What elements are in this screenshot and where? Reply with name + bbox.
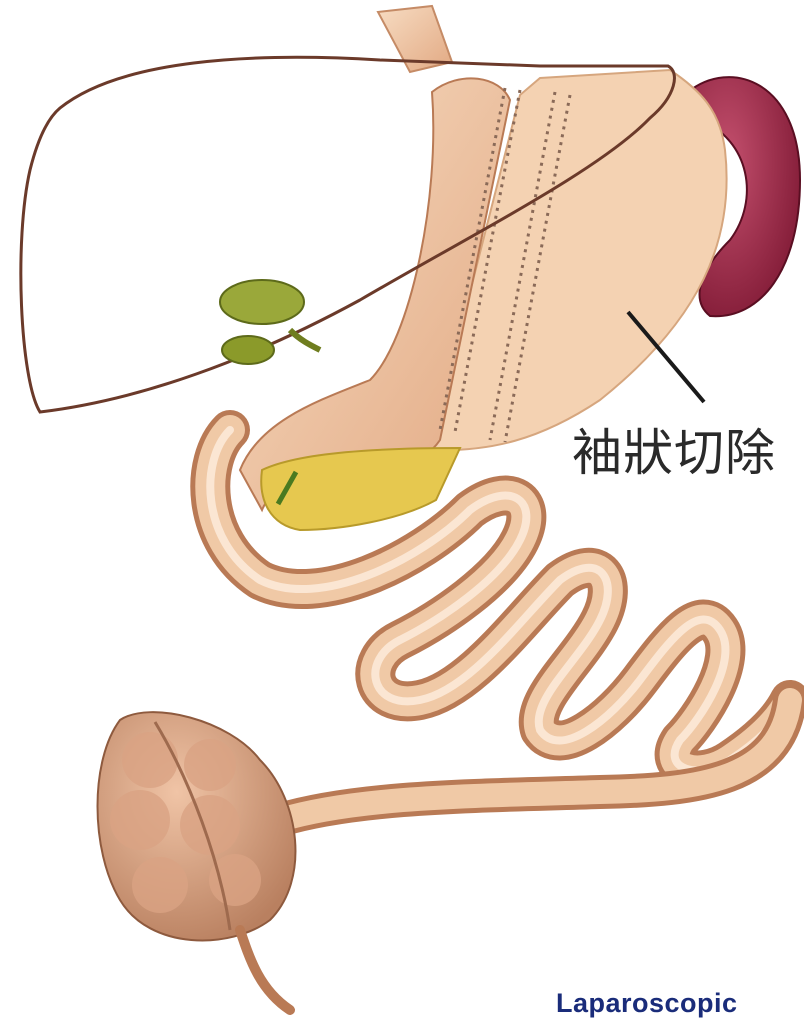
- pancreas: [261, 448, 460, 530]
- procedure-label: 袖狀切除: [572, 428, 776, 478]
- gallbladder: [220, 280, 304, 324]
- bile-duct: [290, 330, 320, 350]
- colon: [98, 712, 296, 940]
- appendix: [240, 930, 290, 1010]
- gallbladder-lower: [222, 336, 274, 364]
- footer-label: Laparoscopic: [556, 990, 738, 1017]
